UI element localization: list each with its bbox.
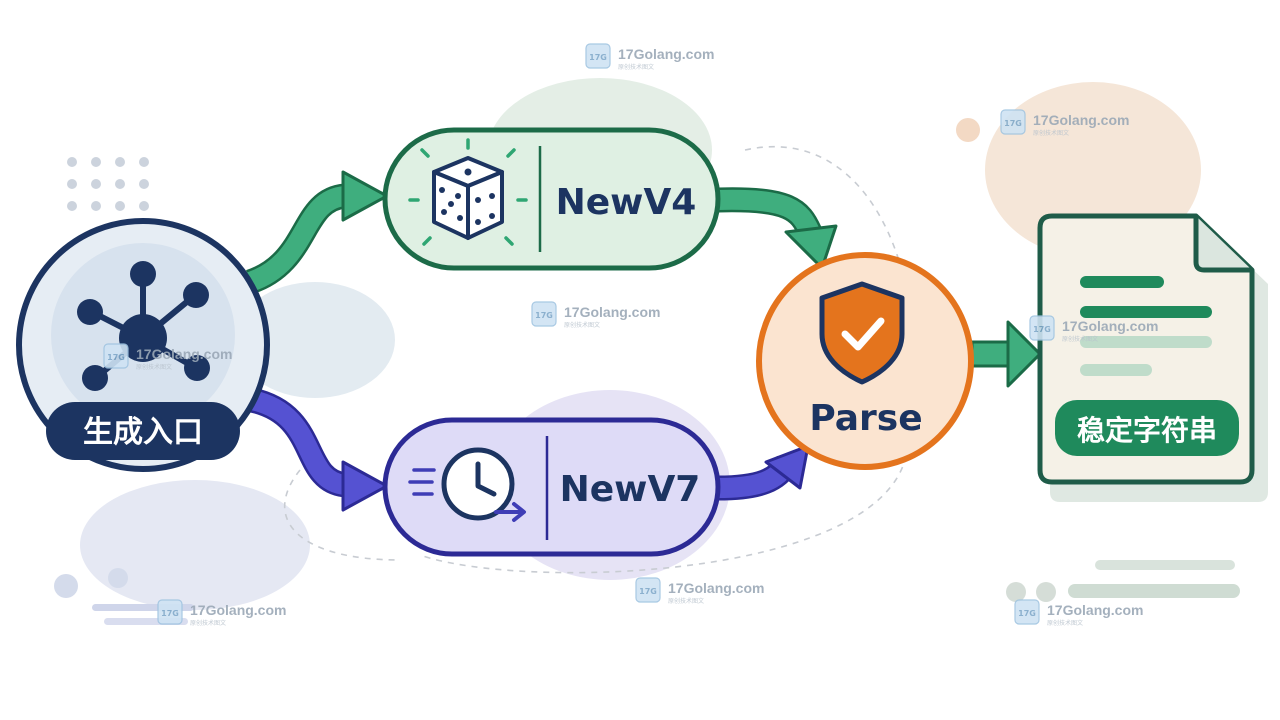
blob-grey-left — [235, 282, 395, 398]
watermark-text: 17Golang.com — [564, 304, 660, 320]
node-entry: 生成入口 — [16, 218, 270, 472]
bar-right-2 — [1068, 584, 1240, 598]
watermark-subtext: 原创技术图文 — [1033, 129, 1069, 137]
watermark-subtext: 原创技术图文 — [1062, 335, 1098, 343]
watermark-text: 17Golang.com — [190, 602, 286, 618]
watermark-subtext: 原创技术图文 — [618, 63, 654, 71]
newv7-label: NewV7 — [560, 469, 701, 510]
watermarks: 17Golang.com 原创技术图文 17Golang.com 原创技术图文 … — [103, 43, 1158, 627]
bubble-left-2 — [108, 568, 128, 588]
watermark-1: 17Golang.com 原创技术图文 — [585, 43, 714, 71]
shield-check-icon — [819, 281, 905, 385]
watermark-text: 17Golang.com — [668, 580, 764, 596]
watermark-text: 17Golang.com — [136, 346, 232, 362]
arrows — [245, 170, 1042, 512]
blob-lilac-bottom — [80, 480, 310, 610]
watermark-4: 17Golang.com 原创技术图文 — [103, 343, 232, 371]
node-output: 稳定字符串 — [1037, 213, 1268, 502]
node-parse: Parse — [756, 252, 974, 470]
arrow-v4-parse — [717, 189, 820, 237]
bubble-right — [1006, 582, 1026, 602]
watermark-7: 17Golang.com 原创技术图文 — [157, 599, 286, 627]
output-label: 稳定字符串 — [1077, 414, 1217, 447]
dot-peach — [956, 118, 980, 142]
watermark-text: 17Golang.com — [1047, 602, 1143, 618]
output-label-pill — [1055, 400, 1239, 456]
dot-grid — [67, 157, 149, 211]
entry-label: 生成入口 — [83, 415, 203, 450]
arrow-entry-v4-head — [341, 170, 389, 222]
watermark-2: 17Golang.com 原创技术图文 — [1000, 109, 1129, 137]
node-newv4: NewV4 — [382, 127, 721, 271]
bubble-left — [54, 574, 78, 598]
watermark-8: 17Golang.com 原创技术图文 — [1014, 599, 1143, 627]
watermark-subtext: 原创技术图文 — [564, 321, 600, 329]
clock-icon — [408, 447, 526, 522]
watermark-6: 17Golang.com 原创技术图文 — [635, 577, 764, 605]
network-hub-icon — [77, 261, 210, 391]
node-newv7: NewV7 — [382, 417, 721, 557]
dice-icon — [408, 138, 528, 246]
bubble-right-2 — [1036, 582, 1056, 602]
entry-label-pill — [46, 402, 240, 460]
dashed-orbit-left — [283, 469, 401, 561]
bar-right-1 — [1095, 560, 1235, 570]
arrow-parse-output-head — [1006, 320, 1042, 388]
watermark-subtext: 原创技术图文 — [1047, 619, 1083, 627]
newv4-label: NewV4 — [556, 182, 697, 223]
watermark-5: 17Golang.com 原创技术图文 — [1029, 315, 1158, 343]
arrow-parse-output-body — [970, 340, 1014, 368]
watermark-text: 17Golang.com — [618, 46, 714, 62]
watermark-3: 17Golang.com 原创技术图文 — [531, 301, 660, 329]
parse-label: Parse — [809, 398, 922, 439]
arrow-v4-parse-head — [784, 224, 838, 270]
arrow-entry-v7 — [249, 390, 348, 495]
watermark-subtext: 原创技术图文 — [136, 363, 172, 371]
watermark-text: 17Golang.com — [1062, 318, 1158, 334]
arrow-v7-parse-head — [764, 444, 810, 490]
arrow-entry-v7-head — [341, 460, 389, 512]
arrow-entry-v4 — [246, 186, 347, 292]
watermark-subtext: 原创技术图文 — [668, 597, 704, 605]
watermark-text: 17Golang.com — [1033, 112, 1129, 128]
watermark-subtext: 原创技术图文 — [190, 619, 226, 627]
